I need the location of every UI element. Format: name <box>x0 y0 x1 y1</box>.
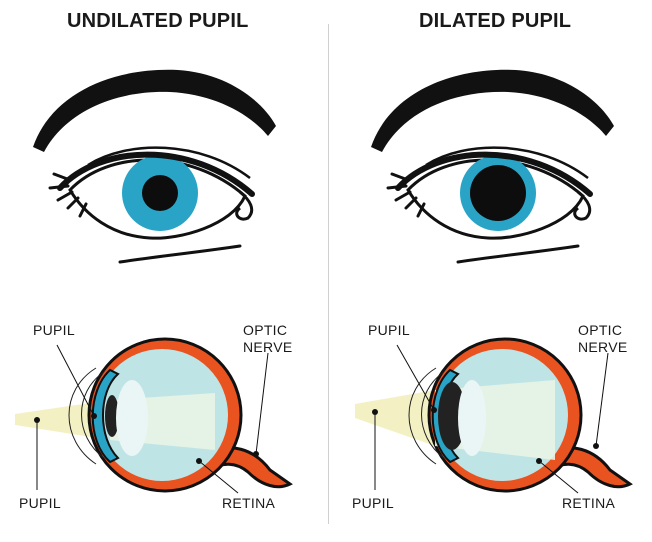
upper-lid <box>395 151 593 197</box>
lower-lid-line <box>118 244 242 264</box>
lower-lid-line <box>456 244 580 264</box>
label-retina-right: RETINA <box>562 495 616 511</box>
dilated-eyeball-section <box>355 337 633 494</box>
label-optic-left-2: NERVE <box>243 339 293 355</box>
dilated-pupil-title: DILATED PUPIL <box>419 10 572 32</box>
lens <box>458 380 486 456</box>
eye-corner <box>235 190 254 221</box>
label-optic-left-1: OPTIC <box>243 322 288 338</box>
panel-divider <box>328 24 329 524</box>
pupil <box>470 165 526 221</box>
eyebrow <box>33 69 276 152</box>
undilated-pupil-title: UNDILATED PUPIL <box>67 10 249 32</box>
label-optic-right-1: OPTIC <box>578 322 623 338</box>
label-optic-right-2: NERVE <box>578 339 628 355</box>
eyebrow <box>371 69 614 152</box>
label-pupil-bottom-right: PUPIL <box>352 495 394 511</box>
pupil-section <box>438 382 466 450</box>
cornea <box>91 368 120 464</box>
label-pupil-top-right: PUPIL <box>368 322 410 338</box>
undilated-front-eye <box>33 69 276 264</box>
label-pupil-bottom-left: PUPIL <box>19 495 61 511</box>
eye-corner <box>573 190 592 221</box>
upper-lid <box>57 151 255 197</box>
undilated-eyeball-section <box>15 337 293 494</box>
eyelashes <box>386 172 426 218</box>
label-retina-left: RETINA <box>222 495 276 511</box>
pupil <box>142 175 178 211</box>
lid-crease <box>425 146 589 179</box>
pupil-section <box>105 395 119 437</box>
lid-crease <box>87 146 251 179</box>
lens <box>116 380 148 456</box>
label-pupil-top-left: PUPIL <box>33 322 75 338</box>
eyelashes <box>48 172 88 218</box>
dilated-front-eye <box>371 69 614 264</box>
